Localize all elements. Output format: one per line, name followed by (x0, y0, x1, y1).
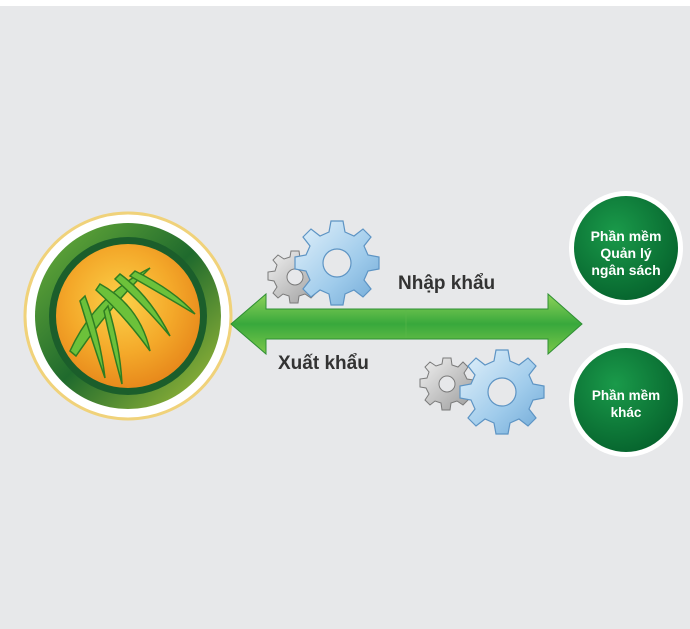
export-label: Xuất khẩu (278, 353, 369, 374)
other-software-line-2: khác (610, 405, 642, 420)
double-headed-arrow (230, 292, 583, 356)
other-software-line-1: Phần mềm (591, 388, 661, 403)
bamboo-leaves-logo (23, 211, 233, 421)
diagram-graphics (23, 191, 683, 457)
budget-software-node (569, 191, 683, 305)
gears-icon (419, 349, 545, 435)
diagram-canvas: Nhập khẩu Xuất khẩu Phần mềm Quản lý ngâ… (0, 6, 690, 629)
import-label: Nhập khẩu (398, 273, 496, 294)
budget-software-line-3: ngân sách (591, 262, 661, 278)
budget-software-line-1: Phần mềm (590, 228, 662, 244)
budget-software-label: Phần mềm Quản lý ngân sách (574, 228, 678, 279)
other-software-node (569, 343, 683, 457)
gears-icon (267, 220, 380, 306)
budget-software-line-2: Quản lý (600, 245, 652, 261)
other-software-label: Phần mềm khác (574, 387, 678, 421)
